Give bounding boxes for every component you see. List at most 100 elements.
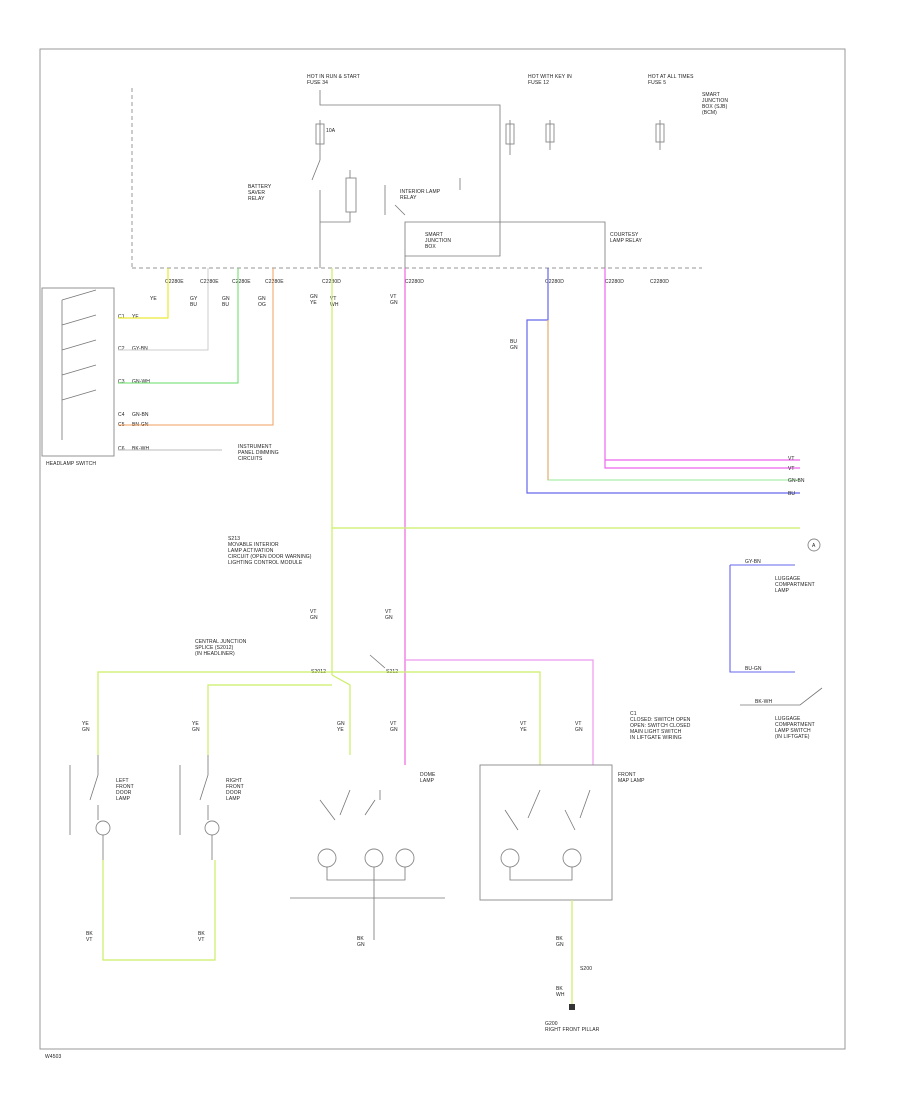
diagram-border: [39, 48, 846, 1050]
luggage-wire-label: BK-WH: [755, 699, 772, 705]
switch-wire-color: YE: [132, 314, 139, 320]
headlamp-switch-box: [41, 287, 115, 457]
splice-pointer: [369, 654, 386, 669]
switch-pin: C6: [118, 446, 125, 452]
switch-wire-color: GY-BN: [132, 346, 148, 352]
luggage-switch-contact: [740, 687, 823, 706]
bus-terminal: C2280D: [650, 279, 669, 285]
right-wire-bu: [526, 268, 800, 494]
switch-wire-color: BK-WH: [132, 446, 149, 452]
switch-wire-og: [118, 268, 274, 426]
right-wire-gn: [547, 320, 800, 481]
switch-wire-gn: [118, 268, 239, 384]
bus-terminal: C2280E: [265, 279, 284, 285]
wire-dome-lamp: [331, 674, 351, 755]
bus-terminal: C2280E: [232, 279, 251, 285]
footer-code: W4503: [45, 1054, 61, 1060]
right-wire-label: GN-BN: [788, 478, 805, 484]
switch-wire-ye: [118, 268, 169, 319]
right-wire-vt-1: [604, 268, 800, 469]
battery-saver-coil: [345, 177, 357, 213]
connector-a-icon: [807, 538, 821, 552]
ground-splice: S200: [580, 966, 592, 972]
switch-pin: C4: [118, 412, 125, 418]
switch-wire-color: GN-BN: [132, 412, 149, 418]
wire-map-lamp-vt: [405, 659, 594, 765]
headlamp-switch-contacts: [61, 289, 97, 401]
fuse-1-feed: [319, 90, 501, 257]
wire-left-front-door: [97, 671, 332, 755]
right-wire-label: VT: [788, 456, 795, 462]
switch-pin: C1: [118, 314, 125, 320]
ground-link-door-lamps: [102, 860, 216, 961]
bus-terminal: C2280D: [605, 279, 624, 285]
ground-icon: [569, 1004, 575, 1010]
wire-map-lamp: [332, 671, 541, 765]
side-wire-1: GY-BN: [745, 559, 761, 565]
switch-wire-color: GN-WH: [132, 379, 150, 385]
fuse-2-icon: [505, 123, 515, 145]
fuse-1-icon: [315, 123, 325, 145]
wire-right-front-door: [207, 684, 332, 755]
connector-a-label: A: [812, 543, 816, 549]
bus-terminal: C2280D: [545, 279, 564, 285]
switch-wire-gy: [118, 268, 209, 351]
interior-relay-contact: [384, 185, 406, 216]
right-wire-label: BU: [788, 491, 795, 497]
luggage-wires: [729, 564, 795, 673]
switch-column-wire: YE: [150, 296, 157, 302]
headlamp-switch-label: HEADLAMP SWITCH: [46, 461, 96, 467]
fuse-1-amps: 10A: [326, 128, 336, 134]
switch-pin: C2: [118, 346, 125, 352]
battery-saver-switch: [311, 159, 321, 268]
relay-output-path: [404, 221, 606, 268]
switch-pin: C3: [118, 379, 125, 385]
battery-saver-coil-wire: [320, 170, 351, 223]
